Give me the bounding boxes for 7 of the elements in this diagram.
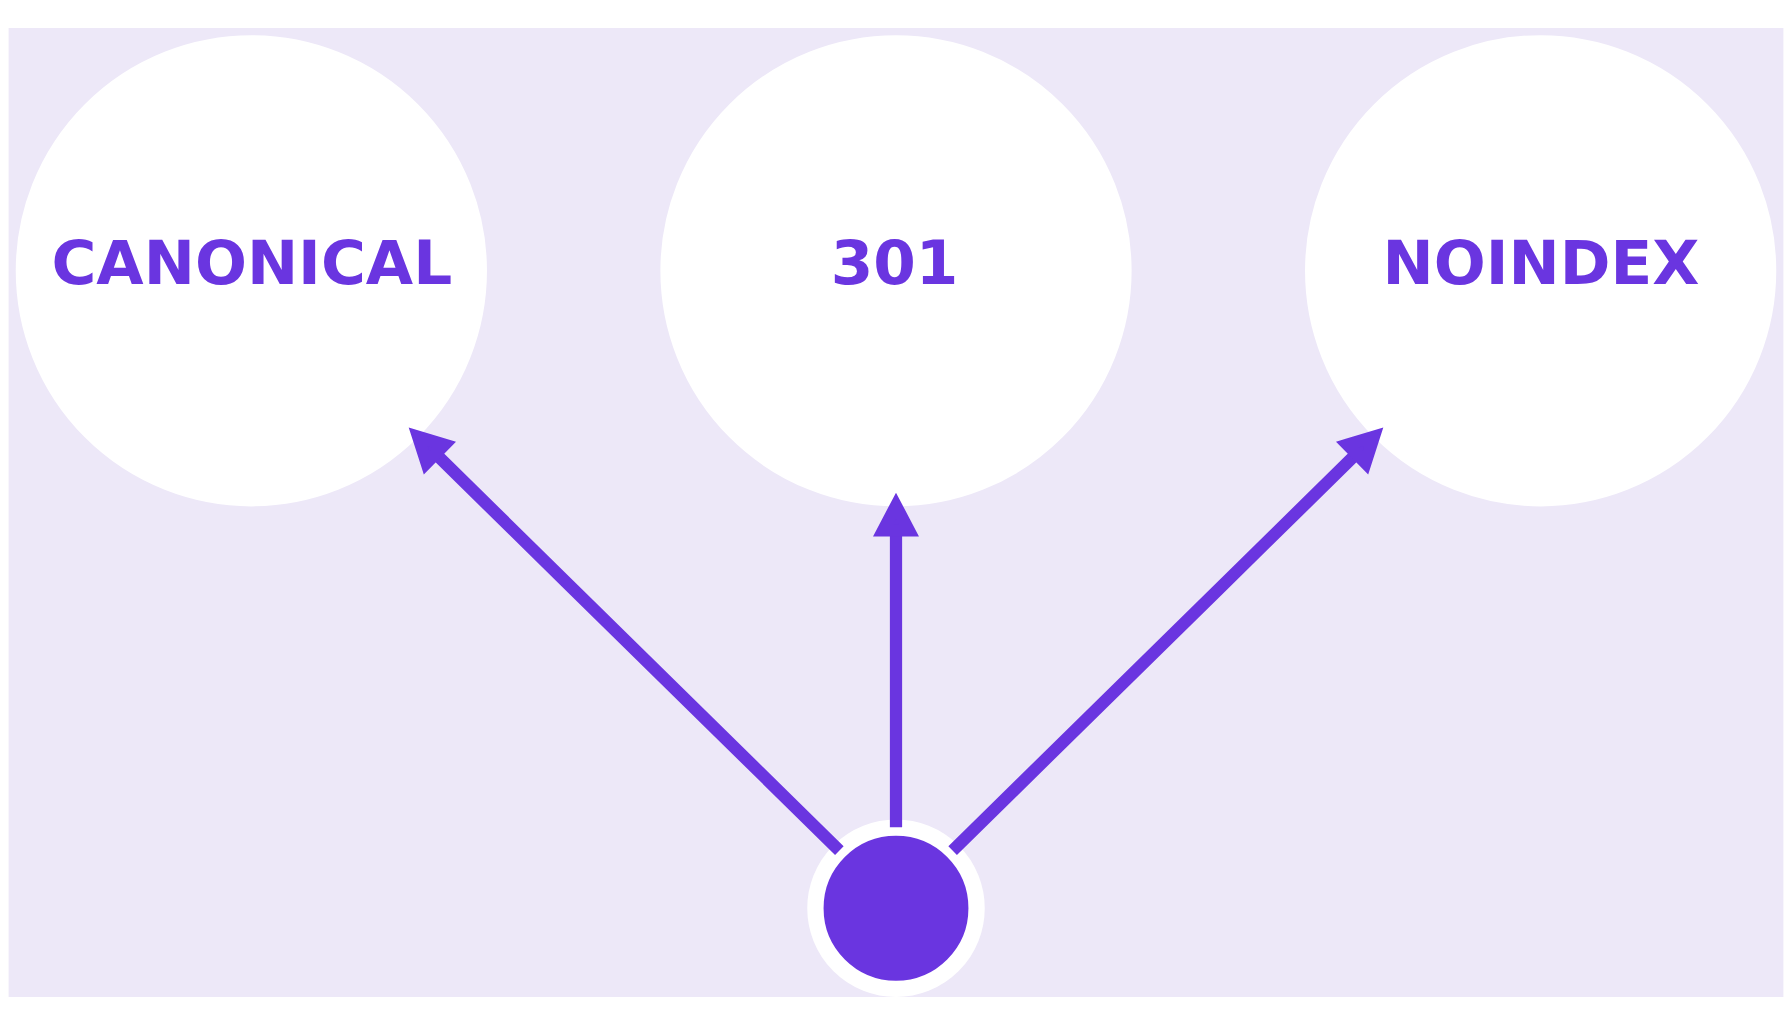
node-circle: NOINDEX <box>1305 34 1777 506</box>
arrow <box>873 492 919 827</box>
arrow <box>408 426 844 855</box>
node-circle: 301 <box>660 34 1132 506</box>
node-circle <box>807 819 985 997</box>
arrow <box>948 426 1384 855</box>
node-circle: CANONICAL <box>15 34 487 506</box>
